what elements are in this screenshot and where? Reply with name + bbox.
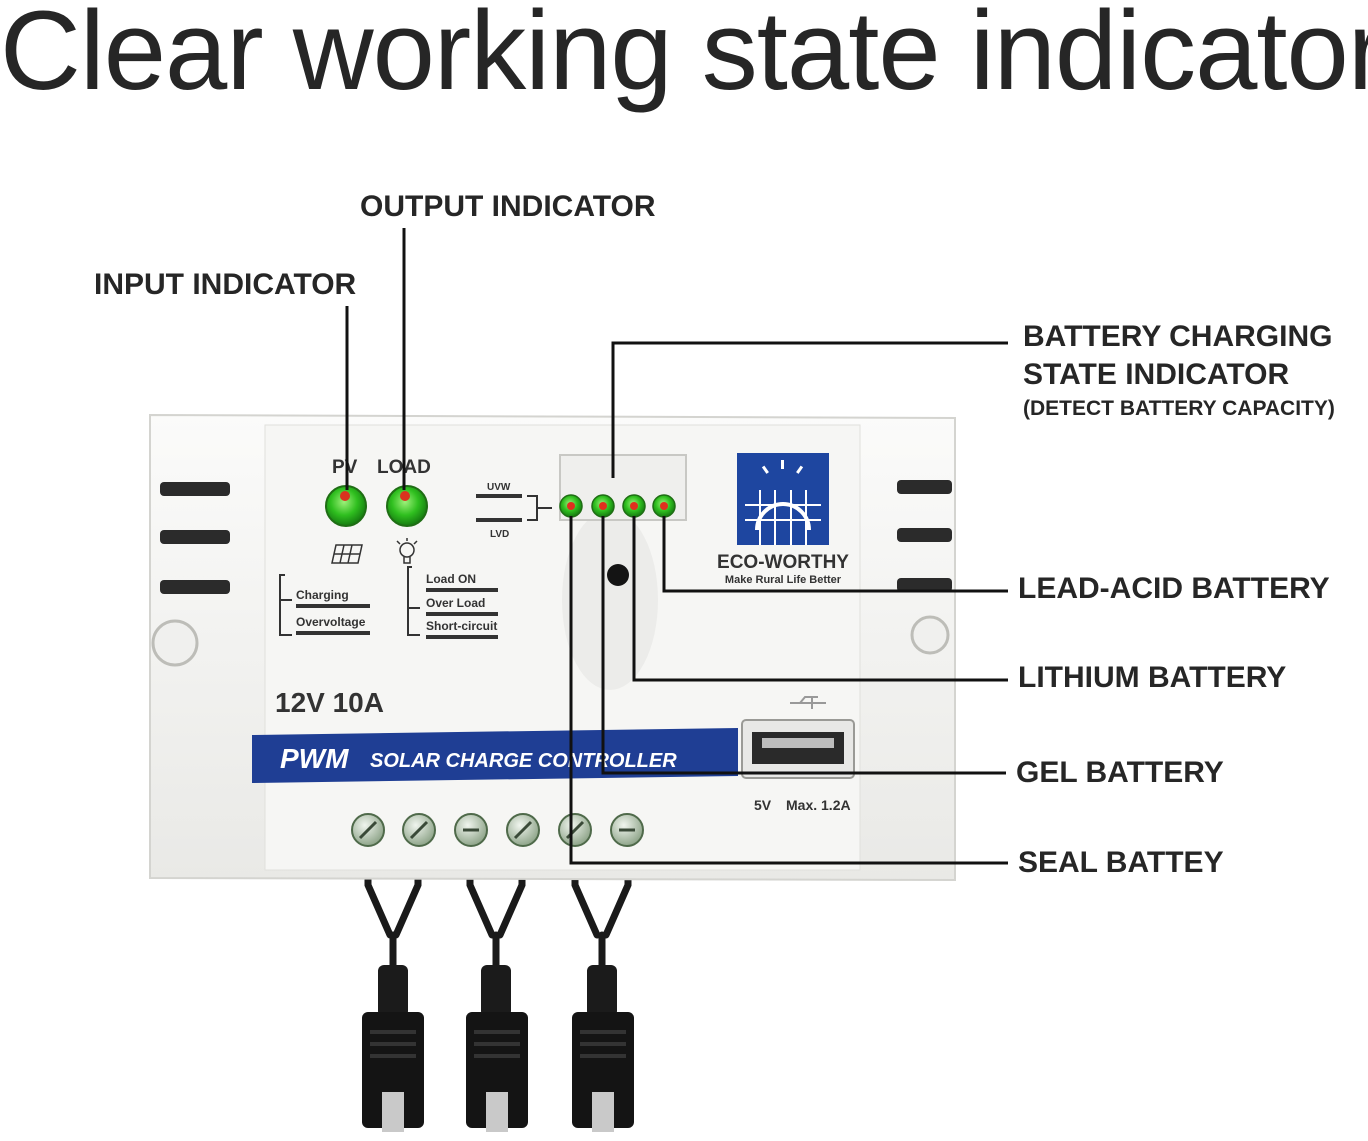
usb-voltage: 5V: [754, 797, 772, 813]
load-legend: Load ON Over Load Short-circuit: [407, 566, 498, 639]
output-indicator-label: OUTPUT INDICATOR: [360, 190, 656, 223]
lead-acid-line: [662, 516, 1008, 593]
load-on-text: Load ON: [426, 572, 476, 586]
seal-line: [569, 516, 1008, 865]
gel-line: [601, 516, 1006, 775]
band-text: SOLAR CHARGE CONTROLLER: [370, 750, 677, 772]
seal-label: SEAL BATTEY: [1018, 846, 1224, 879]
charging-text: Charging: [296, 588, 349, 602]
uvw-label: UVW: [487, 482, 511, 493]
terminal-screw-3: [454, 813, 488, 847]
page-title: Clear working state indicator: [0, 0, 1368, 113]
brand-tagline: Make Rural Life Better: [725, 574, 842, 586]
terminal-screw-2: [402, 813, 436, 847]
battery-type-leds: [559, 494, 676, 518]
pwm-band: PWM SOLAR CHARGE CONTROLLER: [252, 728, 738, 783]
short-circuit-text: Short-circuit: [426, 619, 497, 633]
pv-label: PV: [332, 457, 358, 478]
lithium-label: LITHIUM BATTERY: [1018, 661, 1287, 694]
pwm-text: PWM: [280, 743, 349, 774]
uvw-lvd-bars: [476, 494, 552, 522]
terminal-screw-5: [558, 813, 592, 847]
battery-state-label-line1: BATTERY CHARGING: [1023, 320, 1333, 353]
rating-text: 12V 10A: [275, 687, 384, 718]
lithium-line: [632, 516, 1008, 682]
load-led-dot: [400, 491, 410, 501]
usb-current: Max. 1.2A: [786, 797, 851, 813]
lead-acid-label: LEAD-ACID BATTERY: [1018, 572, 1330, 605]
callout-lines: [345, 228, 1008, 865]
brand-name: ECO-WORTHY: [717, 552, 849, 573]
input-indicator-label: INPUT INDICATOR: [94, 268, 357, 301]
battery-state-line: [611, 341, 1008, 478]
load-led: [386, 485, 428, 527]
sae-connector-3: [572, 965, 634, 1132]
lightbulb-icon: [396, 538, 418, 564]
terminal-screw-1: [351, 813, 385, 847]
lvd-label: LVD: [490, 529, 509, 540]
gel-label: GEL BATTERY: [1016, 756, 1224, 789]
battery-state-note: (DETECT BATTERY CAPACITY): [1023, 397, 1335, 420]
charging-legend: Charging Overvoltage: [279, 574, 370, 636]
usb-port: [741, 719, 855, 779]
overvoltage-text: Overvoltage: [296, 615, 366, 629]
eco-worthy-logo: [737, 453, 829, 545]
battery-state-label-line2: STATE INDICATOR: [1023, 358, 1290, 391]
sae-connector-1: [362, 965, 424, 1132]
terminal-screw-6: [610, 813, 644, 847]
pv-led-dot: [340, 491, 350, 501]
sae-connector-2: [466, 965, 528, 1132]
terminal-screw-4: [506, 813, 540, 847]
solar-panel-icon: [331, 544, 363, 564]
usb-icon: [790, 696, 826, 709]
over-load-text: Over Load: [426, 596, 485, 610]
